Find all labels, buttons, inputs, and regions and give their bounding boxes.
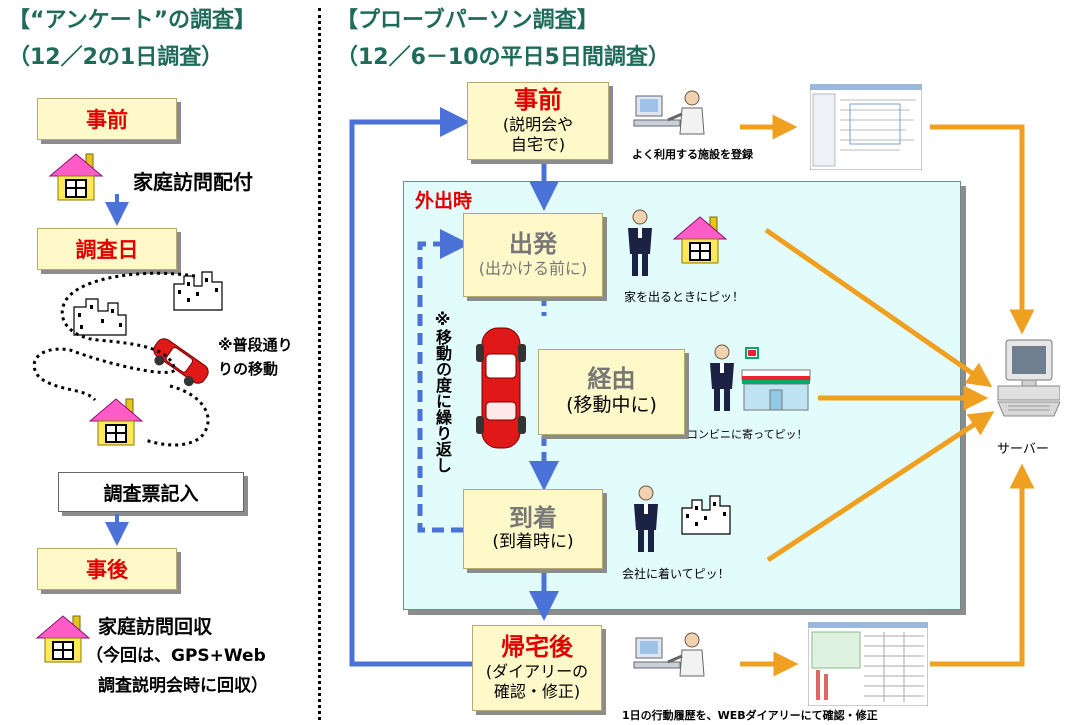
arrive-caption: 会社に着いてピッ！ — [622, 567, 730, 581]
arrive-step-sub: (到着時に) — [492, 532, 574, 553]
left-collection-line3: 調査説明会時に回収） — [98, 676, 268, 696]
via-step-title: 経由 — [587, 365, 636, 394]
left-step-after: 事後 — [37, 548, 177, 590]
pre-step-sub-line2: 自宅で) — [510, 134, 566, 154]
building-icon — [73, 298, 127, 336]
house-icon — [672, 216, 728, 264]
web-screen-icon — [808, 622, 928, 706]
person-icon — [710, 344, 734, 411]
convenience-store-icon — [741, 347, 811, 411]
house-icon — [35, 615, 91, 663]
repeat-note: ※移動の度に繰り返し — [433, 310, 452, 473]
server-label: サーバー — [997, 442, 1049, 457]
diary-caption: 1日の行動履歴を、WEBダイアリーにて確認・修正 — [622, 709, 878, 722]
arrive-step-box: 到着 (到着時に) — [463, 489, 603, 569]
person-icon — [634, 485, 658, 552]
left-step-survey-day: 調査日 — [37, 228, 177, 270]
pre-step-title: 事前 — [514, 86, 562, 115]
via-step-box: 経由 (移動中に) — [538, 349, 685, 435]
person-icon — [628, 209, 652, 276]
depart-step-title: 出発 — [509, 230, 557, 259]
home-step-sub-line1: (ダイアリーの — [485, 661, 589, 681]
person-at-computer-icon — [633, 90, 705, 135]
left-title-line1: 【“アンケート”の調査】 — [8, 8, 257, 33]
column-separator — [318, 8, 321, 720]
home-step-title: 帰宅後 — [501, 633, 573, 662]
register-caption: よく利用する施設を登録 — [632, 148, 753, 161]
right-title-line2: （12／6－10の平日5日間調査） — [336, 45, 670, 70]
car-icon — [153, 338, 209, 387]
home-step-sub-line2: 確認・修正) — [493, 681, 581, 701]
via-step-sub: (移動中に) — [566, 393, 657, 416]
house-icon — [48, 153, 104, 201]
arrive-step-title: 到着 — [509, 503, 557, 532]
left-step-before: 事前 — [37, 98, 177, 140]
home-step-box: 帰宅後 (ダイアリーの 確認・修正) — [472, 625, 602, 711]
server-icon — [997, 339, 1060, 417]
building-icon — [173, 271, 223, 311]
car-icon — [476, 327, 526, 449]
building-icon — [681, 495, 731, 535]
via-caption: コンビニに寄ってピッ！ — [687, 428, 808, 441]
depart-caption: 家を出るときにピッ！ — [624, 290, 745, 304]
right-title-line1: 【プローブパーソン調査】 — [336, 8, 599, 33]
left-title-line2: （12／2の1日調査） — [8, 45, 224, 70]
web-screen-icon — [810, 84, 922, 170]
person-at-computer-icon — [633, 632, 705, 677]
outing-label: 外出時 — [415, 190, 473, 212]
left-record-form: 調査票記入 — [58, 472, 244, 512]
left-movement-note-line1: ※普段通り — [218, 336, 293, 354]
depart-step-box: 出発 (出かける前に) — [463, 213, 603, 297]
left-movement-note-line2: りの移動 — [218, 360, 279, 378]
left-collection-line1: 家庭訪問回収 — [98, 616, 213, 638]
pre-step-sub-line1: (説明会や — [502, 114, 574, 134]
pre-step-box: 事前 (説明会や 自宅で) — [467, 82, 609, 160]
left-collection-line2: （今回は、GPS+Web — [86, 646, 266, 666]
left-distribution: 家庭訪問配付 — [133, 170, 253, 194]
depart-step-sub: (出かける前に) — [478, 258, 588, 278]
house-icon — [88, 398, 144, 446]
